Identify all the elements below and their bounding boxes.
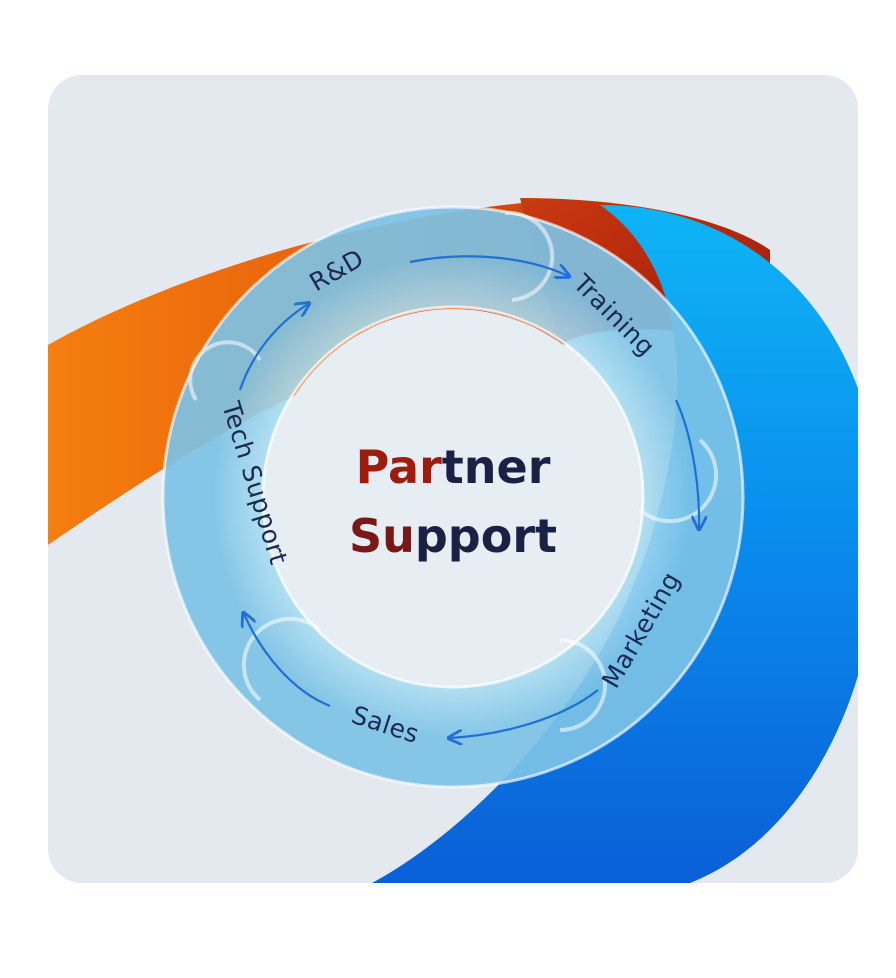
title-line-2-rest: pport (415, 509, 557, 563)
title-line-2-accent: Su (349, 509, 415, 563)
cycle-arrows (238, 255, 699, 738)
ribbon-blue (372, 205, 858, 883)
center-title: Partner Support (349, 440, 557, 563)
arrow-marketing-to-sales (450, 689, 599, 738)
title-line-1-accent: Par (356, 440, 443, 494)
arrow-rnd-to-training (409, 255, 568, 276)
title-line-1: Partner (356, 440, 551, 494)
arrow-sales-to-techsupport (244, 614, 331, 708)
arrow-techsupport-to-rnd (238, 304, 308, 391)
title-line-2: Support (349, 509, 557, 563)
title-line-1-rest: tner (442, 440, 551, 494)
arrow-training-to-marketing (675, 399, 699, 528)
ring-joints (188, 210, 719, 732)
